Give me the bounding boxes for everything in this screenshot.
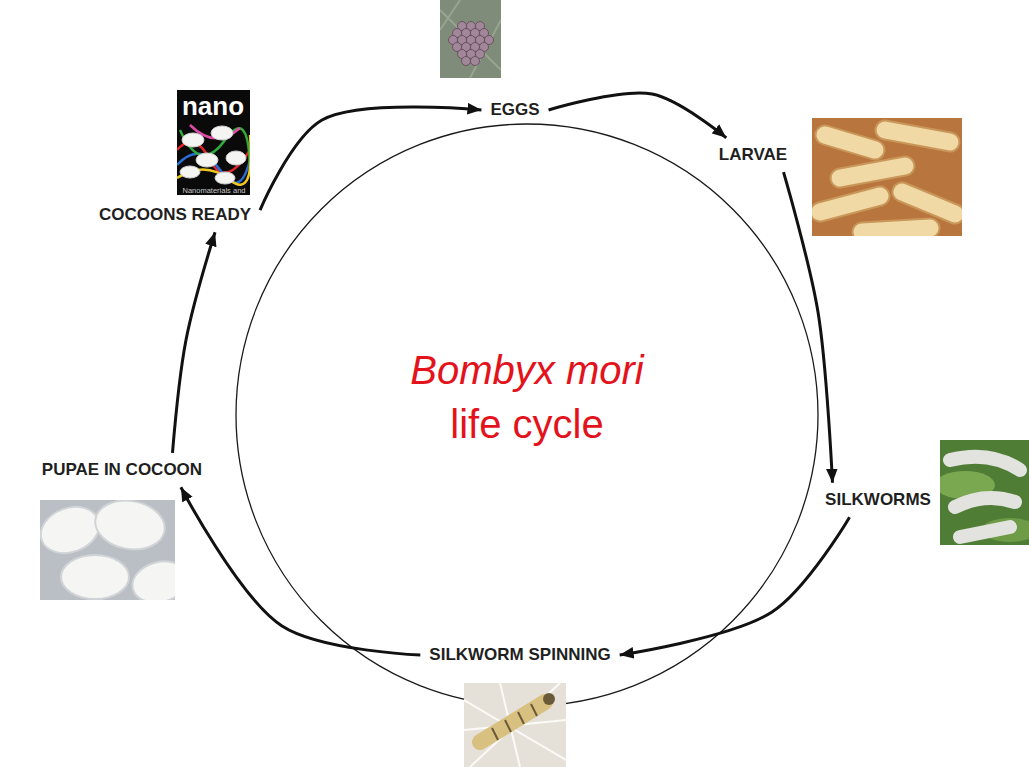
photo-logo-text: nano	[182, 92, 244, 121]
photo-caption-text: Nanomaterials and	[183, 179, 246, 197]
stage-text: PUPAE IN COCOON	[42, 460, 202, 480]
stage-label: LARVAE	[715, 143, 791, 167]
pupae-photo	[128, 555, 175, 600]
stage-label: COCOONS READY	[95, 203, 255, 227]
larvae-photo	[820, 130, 955, 232]
spinning-photo	[543, 693, 555, 705]
cocoons-photo	[180, 126, 246, 184]
stage-text: life cycle	[450, 397, 603, 451]
stage-label: SILKWORMS	[821, 488, 935, 512]
cocoons-photo	[211, 126, 233, 140]
cocoons-photo	[215, 172, 235, 184]
cocoons-photo	[177, 125, 250, 185]
pupae-photo	[91, 500, 168, 555]
silkworms-photo	[940, 440, 1029, 545]
cycle-arrow	[620, 517, 850, 655]
eggs-photo	[440, 0, 501, 78]
cocoons-photo	[196, 153, 218, 167]
larvae-photo	[820, 130, 955, 232]
pupae-photo	[40, 500, 175, 600]
larvae-photo	[812, 118, 962, 236]
larvae-photo	[820, 196, 880, 212]
larvae-photo	[825, 135, 875, 150]
spinning-photo	[464, 683, 566, 767]
stage-text: LARVAE	[719, 145, 787, 165]
cocoons-photo	[180, 166, 200, 178]
pupae-photo	[40, 500, 106, 561]
cocoons-photo	[177, 90, 250, 195]
larvae-photo	[885, 130, 950, 142]
stage-text: EGGS	[490, 100, 539, 120]
cocoons-photo	[226, 151, 246, 165]
eggs-photo	[462, 57, 471, 66]
stage-label: PUPAE IN COCOON	[38, 458, 206, 482]
eggs-photo	[471, 57, 480, 66]
stage-text: SILKWORMS	[825, 490, 931, 510]
larvae-photo	[825, 135, 875, 150]
larvae-photo	[862, 228, 930, 232]
cycle-arrow	[172, 232, 215, 453]
larvae-photo	[902, 192, 955, 214]
cocoons-photo	[177, 90, 250, 195]
eggs-photo	[440, 0, 501, 78]
eggs-photo	[449, 22, 494, 66]
spinning-photo	[464, 683, 566, 767]
larvae-photo	[812, 118, 962, 236]
stage-label: SILKWORM SPINNING	[425, 643, 614, 667]
silkworms-photo	[960, 527, 1010, 537]
larvae-photo	[862, 228, 930, 232]
cycle-arrow	[549, 93, 727, 138]
silkworms-photo	[955, 498, 1015, 507]
connector-group	[172, 93, 849, 655]
stage-text: COCOONS READY	[99, 205, 251, 225]
larvae-photo	[902, 192, 955, 214]
stage-text: SILKWORM SPINNING	[429, 645, 610, 665]
pupae-photo	[40, 500, 175, 600]
cycle-circle: Bombyx morilife cycle	[235, 123, 819, 707]
spinning-photo	[492, 704, 537, 740]
spinning-photo	[464, 683, 566, 767]
larvae-photo	[840, 166, 905, 178]
silkworms-photo	[950, 457, 1020, 470]
circle-outline	[236, 124, 818, 706]
larvae-photo	[840, 166, 905, 178]
stage-text: Bombyx mori	[410, 343, 643, 397]
cycle-arrow	[181, 487, 420, 655]
stage-label: EGGS	[486, 98, 543, 122]
larvae-photo	[885, 130, 950, 142]
cocoons-photo	[182, 133, 204, 147]
cycle-arrow	[260, 107, 481, 210]
photo-caption-text: Nanomaterials and	[183, 187, 246, 195]
larvae-photo	[820, 196, 880, 212]
pupae-photo	[61, 555, 129, 599]
spinning-photo	[480, 702, 545, 742]
photo-logo-text: nano	[182, 92, 244, 121]
cycle-arrow	[784, 172, 833, 483]
eggs-photo	[440, 0, 501, 78]
silkworms-photo	[950, 457, 1020, 537]
